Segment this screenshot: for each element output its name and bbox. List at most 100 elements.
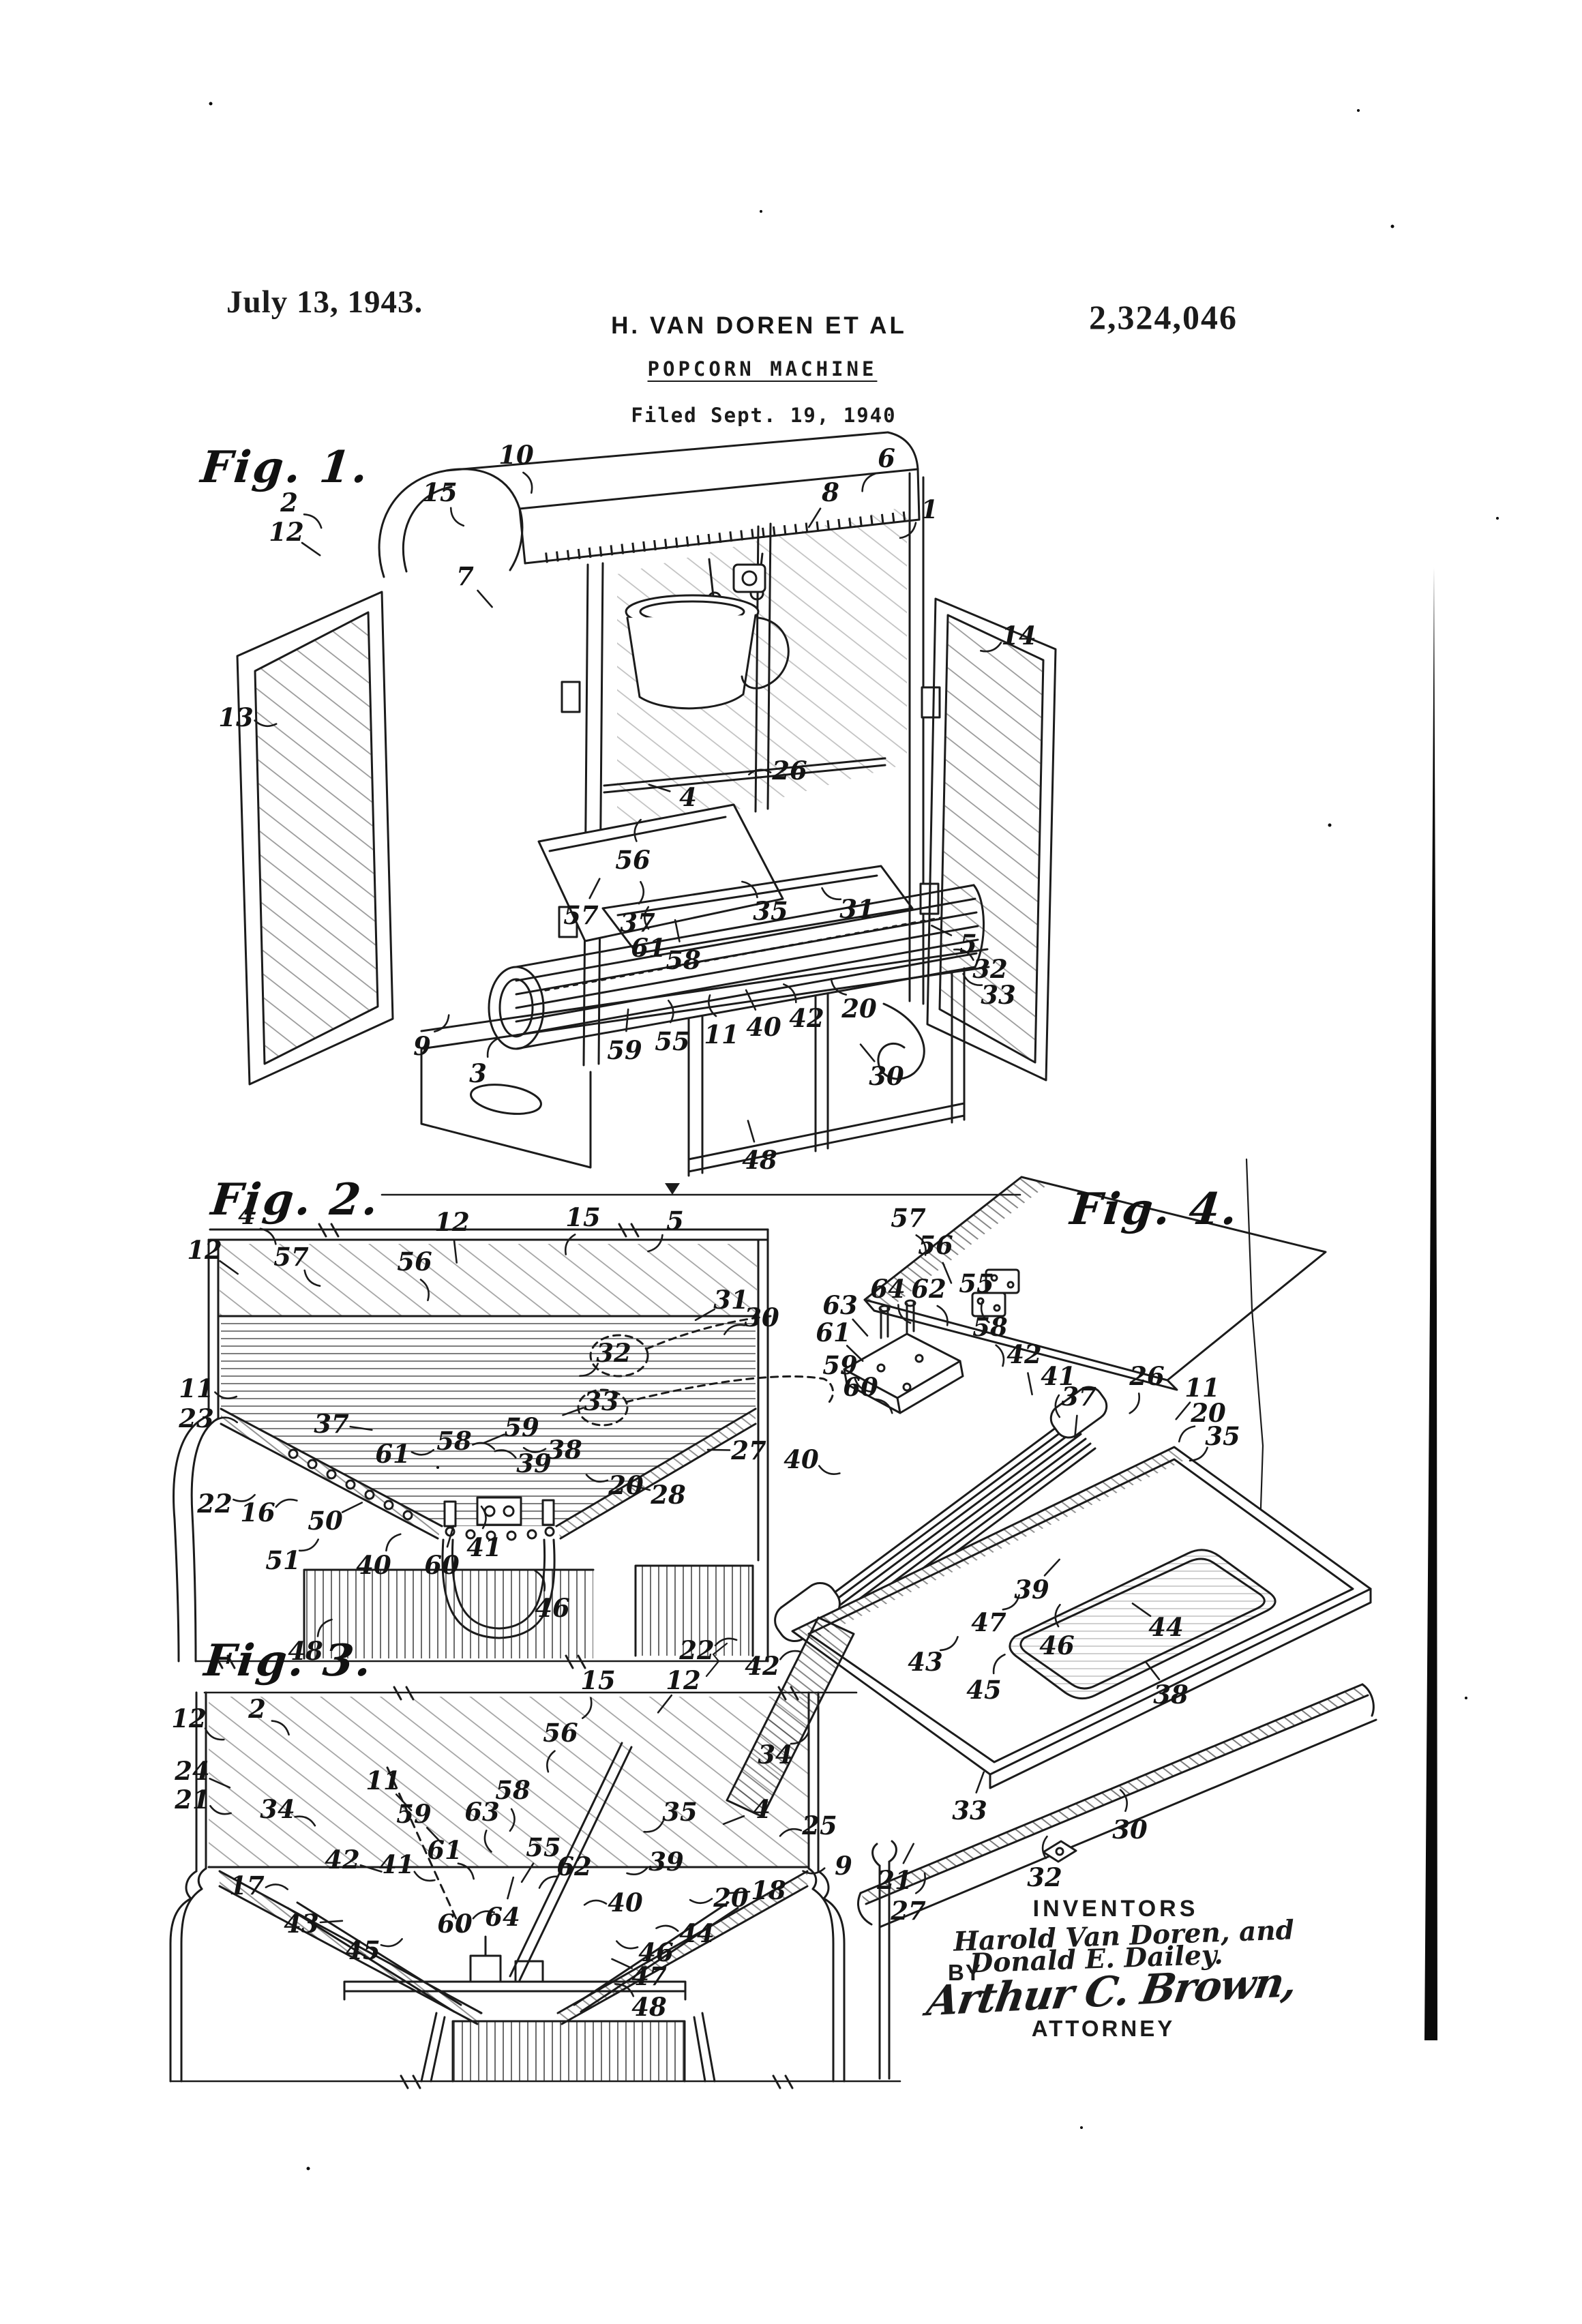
fig2-ref-61: 61 bbox=[375, 1439, 411, 1469]
fig1-ref-10: 10 bbox=[498, 440, 534, 470]
fig1-ref-33: 33 bbox=[981, 980, 1016, 1010]
fig1-drawing bbox=[236, 431, 1057, 1196]
fig1-ref-57: 57 bbox=[563, 900, 599, 930]
fig4-ref-41: 41 bbox=[1041, 1361, 1076, 1391]
fig3-ref-60: 60 bbox=[437, 1909, 473, 1939]
fig4-ref-59: 59 bbox=[822, 1350, 858, 1380]
fig3-ref-24: 24 bbox=[175, 1756, 210, 1786]
fig2-ref-56: 56 bbox=[397, 1247, 432, 1277]
fig1-ref-8: 8 bbox=[822, 477, 839, 507]
fig2-ref-60: 60 bbox=[424, 1550, 460, 1580]
fig3-ref-15: 15 bbox=[580, 1665, 616, 1695]
fig4-ref-32: 32 bbox=[1027, 1862, 1062, 1892]
fig4-ref-38: 38 bbox=[1153, 1680, 1189, 1710]
fig3-ref-56: 56 bbox=[543, 1718, 578, 1748]
fig3-ref-47: 47 bbox=[631, 1961, 667, 1991]
fig4-ref-20: 20 bbox=[1191, 1398, 1226, 1428]
fig3-ref-46: 46 bbox=[638, 1937, 674, 1967]
fig4-drawing bbox=[705, 1158, 1377, 1928]
fig1-ref-58: 58 bbox=[666, 945, 701, 975]
fig4-ref-44: 44 bbox=[1148, 1612, 1184, 1642]
fig2-ref-30: 30 bbox=[744, 1302, 779, 1332]
fig4-ref-47: 47 bbox=[971, 1607, 1006, 1637]
fig1-ref-15: 15 bbox=[422, 477, 458, 507]
fig2-ref-15: 15 bbox=[565, 1202, 601, 1232]
fig4-ref-62: 62 bbox=[911, 1274, 946, 1304]
fig3-ref-34: 34 bbox=[260, 1794, 295, 1824]
fig2-ref-46: 46 bbox=[535, 1593, 570, 1623]
fig2-ref-32: 32 bbox=[596, 1338, 631, 1368]
fig3-drawing bbox=[169, 1686, 901, 2089]
fig3-ref-63: 63 bbox=[464, 1797, 500, 1827]
fig3-ref-12: 12 bbox=[666, 1665, 701, 1695]
fig1-ref-59: 59 bbox=[607, 1035, 642, 1065]
fig2-ref-51: 51 bbox=[265, 1545, 301, 1575]
fig2-ref-28: 28 bbox=[651, 1480, 686, 1510]
fig3-ref-61: 61 bbox=[427, 1835, 462, 1865]
fig3-ref-39: 39 bbox=[648, 1847, 684, 1877]
fig3-ref-20: 20 bbox=[713, 1883, 749, 1913]
fig2-ref-37: 37 bbox=[314, 1409, 349, 1439]
fig4-ref-35: 35 bbox=[1205, 1421, 1240, 1451]
fig4-ref-64: 64 bbox=[870, 1274, 906, 1304]
fig1-ref-9: 9 bbox=[413, 1031, 431, 1061]
fig2-ref-27: 27 bbox=[731, 1435, 766, 1465]
fig2-ref-12: 12 bbox=[434, 1207, 470, 1237]
fig4-ref-39: 39 bbox=[1014, 1575, 1049, 1605]
filed-date-line: Filed Sept. 19, 1940 bbox=[631, 404, 897, 427]
inventors-heading: H. VAN DOREN ET AL bbox=[611, 312, 907, 339]
fig3-ref-12: 12 bbox=[171, 1703, 207, 1733]
fig2-ref-12: 12 bbox=[187, 1235, 222, 1265]
fig4-ref-27: 27 bbox=[891, 1896, 926, 1926]
fig4-ref-26: 26 bbox=[1129, 1361, 1165, 1391]
fig2-drawing bbox=[173, 1223, 835, 1669]
fig2-ref-4: 4 bbox=[238, 1200, 256, 1230]
fig4-ref-37: 37 bbox=[1061, 1382, 1096, 1412]
fig1-label: Fig. 1. bbox=[198, 442, 372, 493]
fig1-ref-4: 4 bbox=[679, 782, 697, 812]
fig1-ref-13: 13 bbox=[218, 702, 254, 732]
fig1-ref-30: 30 bbox=[869, 1061, 904, 1091]
fig2-ref-22: 22 bbox=[197, 1489, 233, 1519]
fig3-ref-58: 58 bbox=[495, 1775, 531, 1805]
fig3-ref-11: 11 bbox=[365, 1766, 401, 1796]
fig4-ref-45: 45 bbox=[966, 1675, 1002, 1705]
fig4-ref-42: 42 bbox=[1006, 1339, 1042, 1369]
fig2-ref-5: 5 bbox=[666, 1206, 684, 1236]
fig4-ref-22: 22 bbox=[679, 1635, 715, 1665]
fig3-ref-42: 42 bbox=[325, 1845, 360, 1875]
fig1-ref-12: 12 bbox=[269, 517, 304, 547]
fig2-ref-40: 40 bbox=[356, 1550, 391, 1580]
fig2-ref-20: 20 bbox=[608, 1470, 644, 1500]
fig3-ref-41: 41 bbox=[379, 1849, 415, 1879]
fig4-ref-55: 55 bbox=[959, 1268, 994, 1298]
fig3-ref-43: 43 bbox=[284, 1909, 319, 1939]
fig2-ref-11: 11 bbox=[179, 1373, 214, 1403]
fig3-ref-35: 35 bbox=[662, 1797, 698, 1827]
fig4-ref-57: 57 bbox=[891, 1203, 926, 1233]
fig2-ref-38: 38 bbox=[547, 1435, 582, 1465]
fig4-ref-11: 11 bbox=[1184, 1373, 1220, 1403]
fig1-ref-1: 1 bbox=[921, 494, 938, 524]
fig2-ref-33: 33 bbox=[584, 1386, 619, 1416]
fig3-ref-18: 18 bbox=[751, 1875, 786, 1905]
fig3-ref-44: 44 bbox=[679, 1918, 715, 1948]
fig1-ref-6: 6 bbox=[878, 443, 895, 473]
fig3-ref-9: 9 bbox=[835, 1851, 852, 1881]
fig1-ref-37: 37 bbox=[620, 908, 655, 938]
attorney-label: ATTORNEY bbox=[1031, 2016, 1176, 2041]
fig3-ref-21: 21 bbox=[175, 1785, 210, 1815]
fig3-ref-45: 45 bbox=[345, 1935, 380, 1965]
fig3-ref-55: 55 bbox=[526, 1832, 561, 1862]
fig4-ref-43: 43 bbox=[908, 1647, 943, 1677]
invention-title: POPCORN MACHINE bbox=[647, 357, 878, 381]
fig1-ref-42: 42 bbox=[789, 1003, 824, 1033]
inventors-heading-label: INVENTORS bbox=[1032, 1896, 1199, 1922]
fig4-ref-30: 30 bbox=[1112, 1815, 1148, 1845]
fig2-ref-31: 31 bbox=[713, 1285, 749, 1315]
fig4-ref-60: 60 bbox=[843, 1372, 878, 1402]
fig2-ref-39: 39 bbox=[516, 1448, 552, 1478]
fig2-ref-16: 16 bbox=[240, 1498, 275, 1528]
